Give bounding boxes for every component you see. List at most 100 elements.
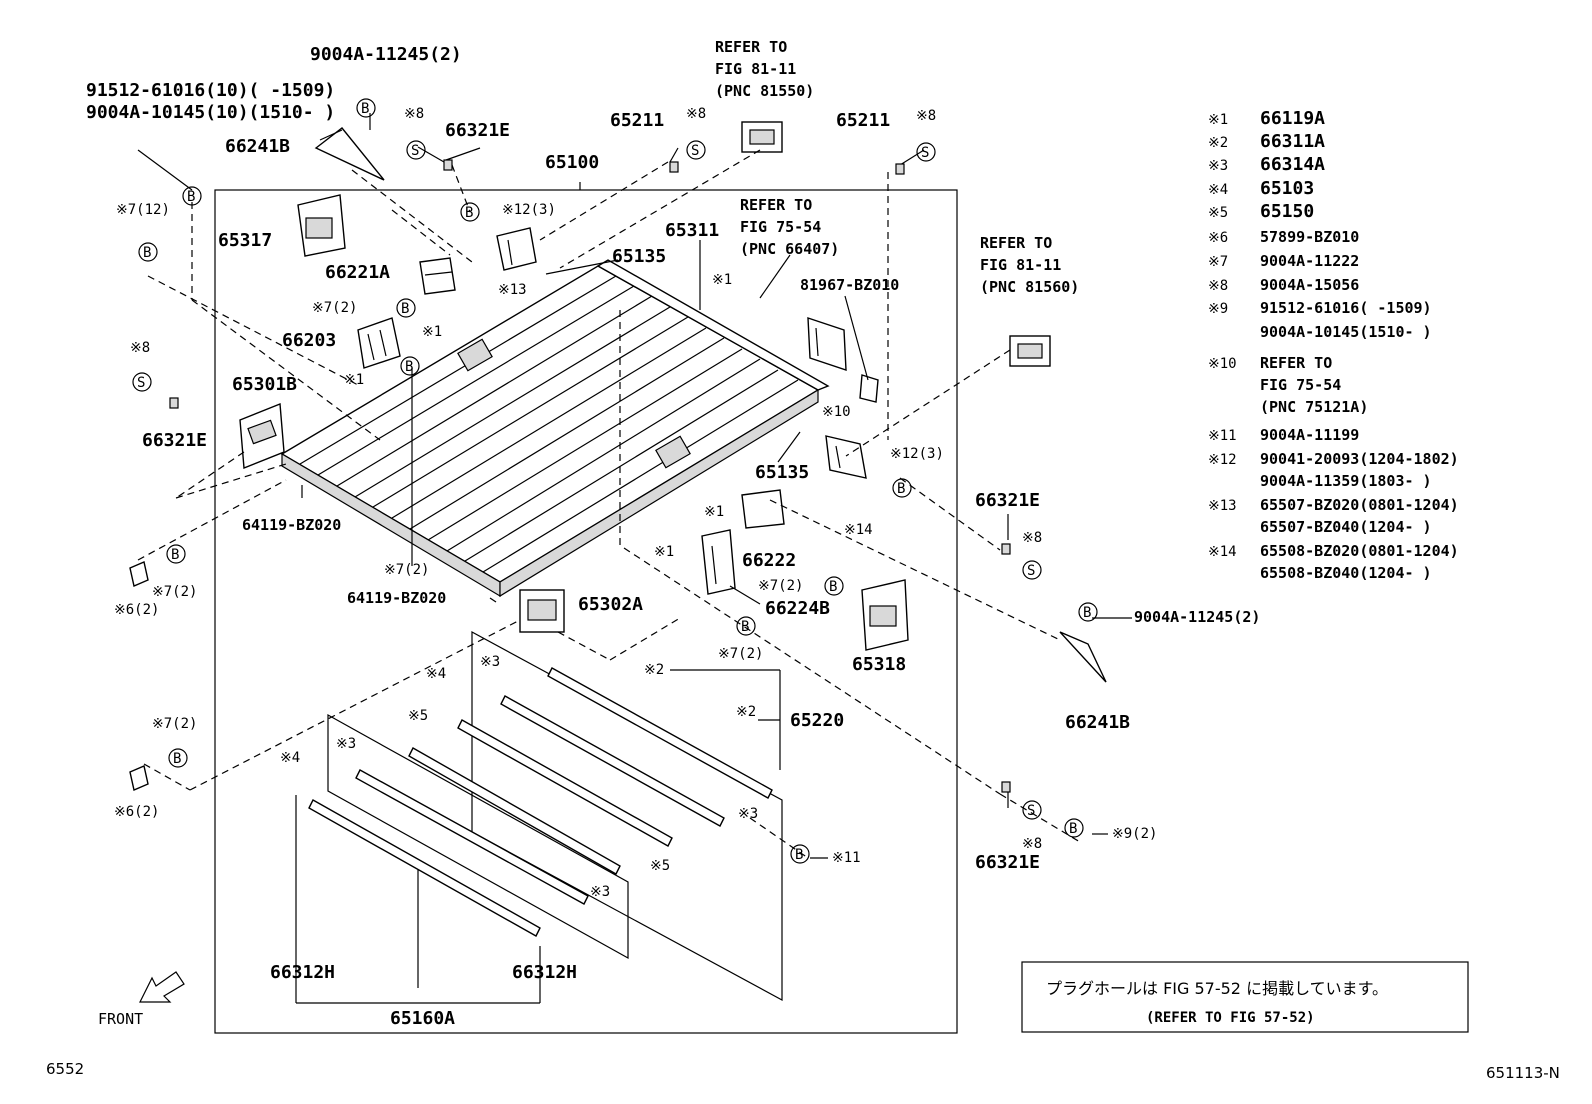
label-66224b: 66224B [765,598,830,619]
svg-text:S: S [1027,563,1035,579]
bolt-icon: B [1078,602,1098,622]
label-refer-mid-3: (PNC 66407) [740,240,839,258]
bolt-icon: B [166,544,186,564]
callout-s14: ※14 [844,522,873,538]
legend-key: ※14 [1208,544,1237,560]
legend-value: (PNC 75121A) [1260,398,1368,416]
screw-markers: S S S S S S [132,140,1042,820]
svg-text:B: B [897,481,905,497]
bolt-icon: B [460,202,480,222]
label-65160a: 65160A [390,1008,455,1029]
callout-s6-2-a: ※6(2) [114,602,159,618]
front-label: FRONT [98,1010,143,1028]
clip-markers [129,159,1011,793]
legend-key: ※7 [1208,254,1228,270]
svg-text:S: S [691,143,699,159]
callout-s6-2-b: ※6(2) [114,804,159,820]
callout-s3-a: ※3 [480,654,500,670]
callout-s1-a: ※1 [422,324,442,340]
label-65301b: 65301B [232,374,297,395]
legend-value: 65508-BZ020(0801-1204) [1260,542,1459,560]
screw-icon: S [686,140,706,160]
label-refer-top-3: (PNC 81550) [715,82,814,100]
callout-s8-right: ※8 [1022,530,1042,546]
bracket-refer-66407 [807,317,847,371]
svg-text:B: B [1069,821,1077,837]
callout-s1-e: ※1 [654,544,674,560]
svg-text:B: B [405,359,413,375]
footer-right: 651113-N [1486,1064,1560,1082]
label-9004a-10145: 9004A-10145(10)(1510- ) [86,102,335,123]
legend-value: 65508-BZ040(1204- ) [1260,564,1432,582]
legend-value: FIG 75-54 [1260,376,1341,394]
svg-text:B: B [795,847,803,863]
callout-s7-12: ※7(12) [116,202,170,218]
callout-s9-2: ※9(2) [1112,826,1157,842]
legend-value: 66314A [1260,154,1325,175]
label-66321e-right: 66321E [975,490,1040,511]
callout-s4-b: ※4 [280,750,300,766]
callout-s1-d: ※1 [704,504,724,520]
svg-text:B: B [361,101,369,117]
label-65302a: 65302A [578,594,643,615]
legend-value: 65103 [1260,178,1314,199]
hinge-65508 [825,435,867,479]
legend-key: ※10 [1208,356,1237,372]
callout-s7-2-b: ※7(2) [384,562,429,578]
bolt-icon: B [736,616,756,636]
bolt-icon: B [182,186,202,206]
callout-labels: ※8 ※8 ※8 ※8 ※8 ※8 ※7(12) ※12(3) ※13 ※1 ※… [114,106,1157,900]
callout-s7-2-e: ※7(2) [718,646,763,662]
part-labels: 9004A-11245(2) 91512-61016(10)( -1509) 9… [86,38,1260,1029]
callout-s7-2-a: ※7(2) [312,300,357,316]
legend-value: 9004A-11359(1803- ) [1260,472,1432,490]
legend-value: 66311A [1260,131,1325,152]
legend-value: 65150 [1260,201,1314,222]
screw-icon: S [916,142,936,162]
bracket-66221A [419,257,456,295]
legend-key: ※2 [1208,135,1228,151]
svg-text:B: B [1083,605,1091,621]
svg-text:B: B [401,301,409,317]
label-65211-b: 65211 [836,110,890,131]
callout-s13: ※13 [498,282,527,298]
striker-refer-81550 [741,121,783,153]
legend-key: ※11 [1208,428,1237,444]
plate-65301B [239,402,285,470]
callout-s2-b: ※2 [736,704,756,720]
callout-s8-bottom: ※8 [1022,836,1042,852]
svg-text:S: S [1027,803,1035,819]
cover-66241B-right [1059,631,1107,683]
label-65135-top: 65135 [612,246,666,267]
bracket-66222 [741,489,785,529]
label-refer-mid-2: FIG 75-54 [740,218,821,236]
label-refer-right-1: REFER TO [980,234,1052,252]
bracket-66224B [701,529,736,595]
label-refer-right-3: (PNC 81560) [980,278,1079,296]
callout-s8-left: ※8 [130,340,150,356]
legend-key: ※3 [1208,158,1228,174]
callout-s3-c: ※3 [738,806,758,822]
label-65211-a: 65211 [610,110,664,131]
rail-group-frame-lower [327,713,629,960]
label-refer-top-1: REFER TO [715,38,787,56]
label-66321e-left: 66321E [142,430,207,451]
label-65311: 65311 [665,220,719,241]
svg-text:B: B [741,619,749,635]
legend-key: ※8 [1208,278,1228,294]
legend-value: 66119A [1260,108,1325,129]
label-9004a-11245-top: 9004A-11245(2) [310,44,462,65]
label-81967: 81967-BZ010 [800,276,899,294]
callout-s11: ※11 [832,850,861,866]
bolt-icon: B [790,844,810,864]
svg-text:B: B [173,751,181,767]
label-66312h-a: 66312H [270,962,335,983]
legend-key: ※13 [1208,498,1237,514]
label-65220: 65220 [790,710,844,731]
deck-ribs [299,275,799,573]
note-box: プラグホールは FIG 57-52 に掲載しています。 (REFER TO FI… [1021,961,1469,1033]
bracket-66203 [357,317,401,369]
label-66321e-top: 66321E [445,120,510,141]
